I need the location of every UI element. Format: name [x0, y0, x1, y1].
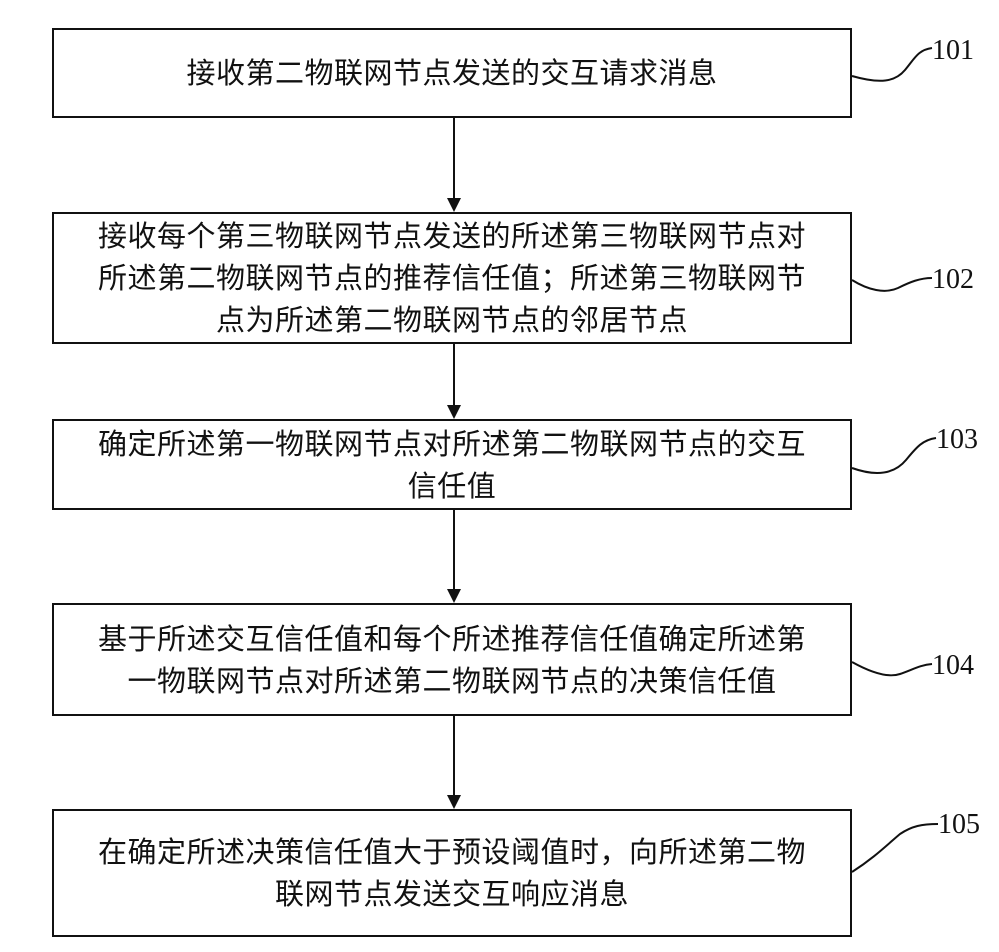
- step-label-105: 105: [938, 809, 980, 840]
- step-box-105: 在确定所述决策信任值大于预设阈值时，向所述第二物 联网节点发送交互响应消息: [52, 809, 852, 937]
- leader-line-104: [851, 661, 933, 677]
- step-box-102: 接收每个第三物联网节点发送的所述第三物联网节点对 所述第二物联网节点的推荐信任值…: [52, 212, 852, 344]
- step-text-102: 接收每个第三物联网节点发送的所述第三物联网节点对 所述第二物联网节点的推荐信任值…: [97, 219, 806, 337]
- step-box-104: 基于所述交互信任值和每个所述推荐信任值确定所述第 一物联网节点对所述第二物联网节…: [52, 603, 852, 716]
- step-box-103: 确定所述第一物联网节点对所述第二物联网节点的交互 信任值: [52, 419, 852, 510]
- step-box-101: 接收第二物联网节点发送的交互请求消息: [52, 28, 852, 118]
- step-text-101: 接收第二物联网节点发送的交互请求消息: [186, 56, 718, 90]
- leader-line-103: [851, 437, 937, 475]
- step-label-102: 102: [932, 264, 974, 295]
- step-text-103: 确定所述第一物联网节点对所述第二物联网节点的交互 信任值: [97, 426, 806, 503]
- step-label-101: 101: [932, 35, 974, 66]
- leader-line-102: [851, 277, 933, 292]
- step-label-103: 103: [936, 424, 978, 455]
- step-label-104: 104: [932, 650, 974, 681]
- leader-line-101: [851, 47, 933, 82]
- step-text-105: 在确定所述决策信任值大于预设阈值时，向所述第二物 联网节点发送交互响应消息: [97, 835, 806, 911]
- leader-line-105: [851, 823, 939, 873]
- step-text-104: 基于所述交互信任值和每个所述推荐信任值确定所述第 一物联网节点对所述第二物联网节…: [97, 621, 806, 698]
